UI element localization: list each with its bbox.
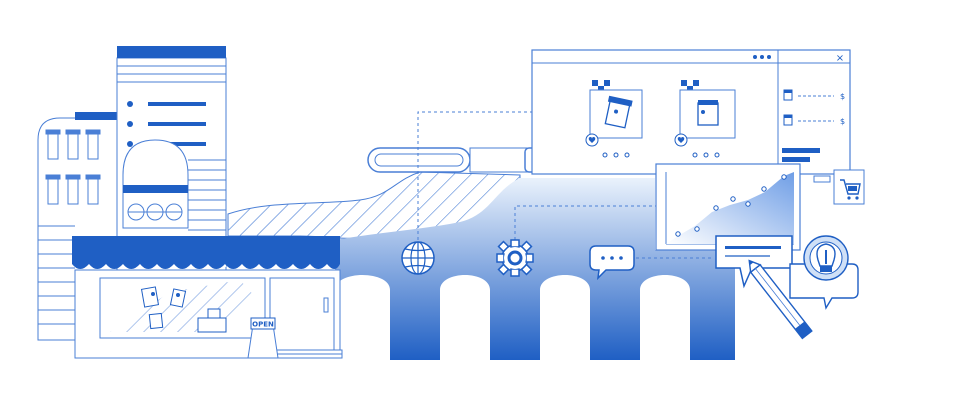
pencil-icon <box>748 259 813 340</box>
review-card <box>715 235 793 289</box>
window-products <box>140 286 187 330</box>
checkout-bar[interactable] <box>782 148 820 153</box>
flow-wave <box>227 171 735 360</box>
chat-bubble-icon <box>589 245 635 281</box>
open-sign-text: OPEN <box>252 321 274 329</box>
price-symbol: $ <box>840 117 845 126</box>
gradient-wave <box>335 178 735 360</box>
dashed-connectors <box>417 111 712 259</box>
awning-scallops <box>72 256 340 269</box>
shopping-bag-icon <box>697 100 719 126</box>
close-icon[interactable]: × <box>836 53 844 64</box>
gear-icon <box>496 239 534 277</box>
shopping-bag-icon <box>604 95 633 129</box>
three-dots-icon[interactable] <box>753 55 771 59</box>
cart-panel: $ $ <box>782 89 845 162</box>
cash-register <box>197 308 227 333</box>
idea-bubble <box>789 235 859 310</box>
heart-icon[interactable] <box>674 133 688 147</box>
price-symbol: $ <box>840 92 845 101</box>
cart-preview-bar <box>813 175 831 183</box>
heart-icon[interactable] <box>585 133 599 147</box>
shop-door <box>269 277 335 351</box>
product-card-2[interactable] <box>674 80 736 158</box>
storefront: OPEN <box>72 236 343 359</box>
lightbulb-icon <box>816 243 836 272</box>
browser-window: × <box>531 49 851 175</box>
open-sign: OPEN <box>247 317 279 359</box>
product-card-1[interactable] <box>585 80 643 158</box>
shopping-cart-icon[interactable] <box>833 169 865 205</box>
awning <box>72 236 340 256</box>
globe-icon <box>401 241 435 275</box>
